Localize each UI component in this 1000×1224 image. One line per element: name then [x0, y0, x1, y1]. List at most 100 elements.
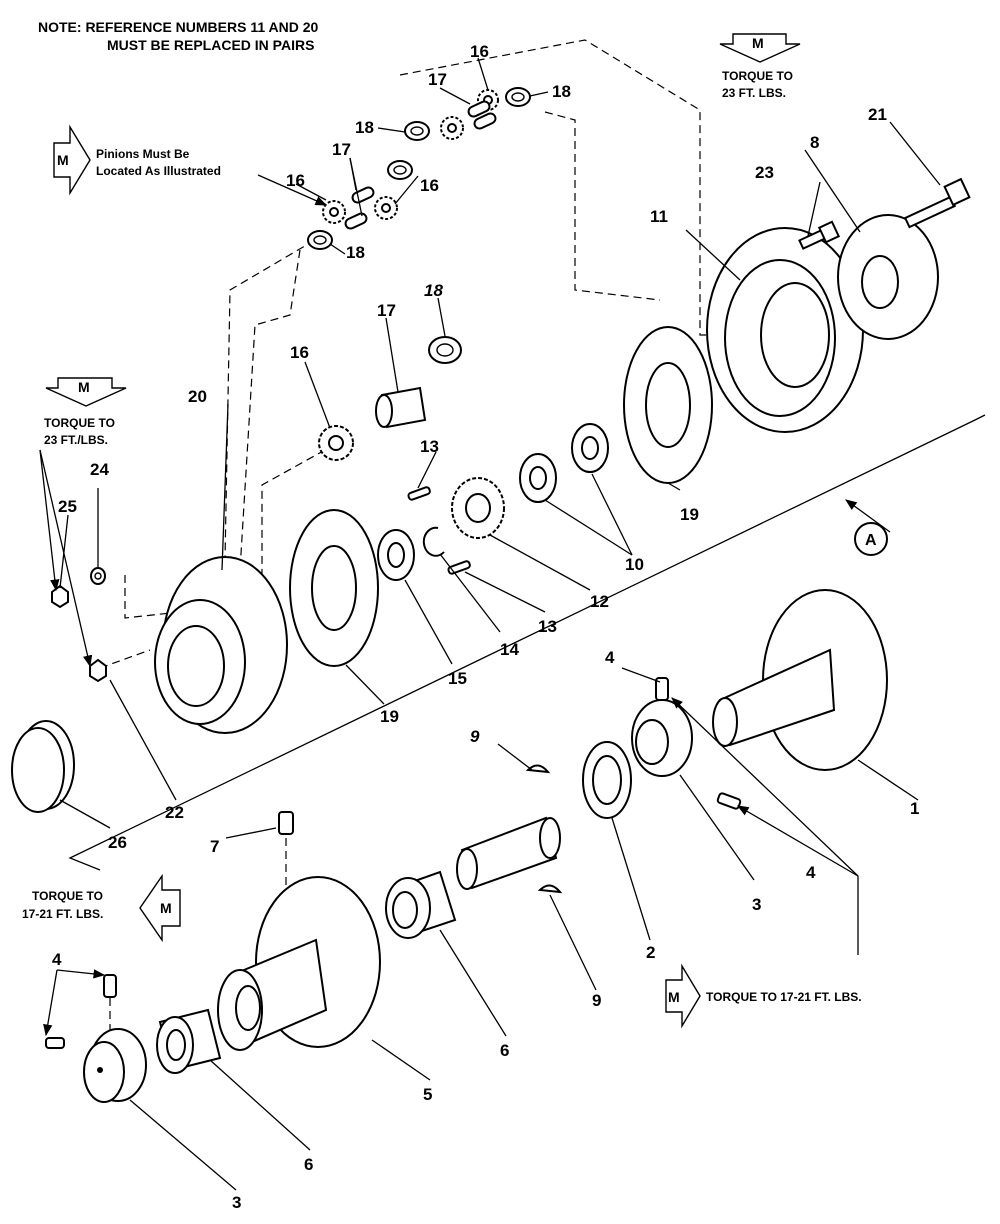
set-screw-4 [103, 974, 117, 998]
ref-number-14: 14 [500, 640, 519, 659]
pinion-gear-16 [318, 425, 354, 461]
torque-left-line-1: TORQUE TO [44, 416, 115, 430]
plate-19 [623, 326, 713, 484]
flange-8 [837, 214, 939, 340]
ref-number-17: 17 [428, 70, 447, 89]
torque-bottom-left-line-1: TORQUE TO [32, 889, 103, 903]
ref-number-12: 12 [590, 592, 609, 611]
svg-text:M: M [78, 379, 90, 395]
key-9 [537, 884, 563, 894]
pinions-note-line-1: Pinions Must Be [96, 147, 190, 161]
pinion-shaft-17 [467, 100, 491, 118]
ref-number-4: 4 [52, 950, 62, 969]
set-screw-4 [655, 677, 669, 701]
maintenance-left-arrow-icon: M [139, 873, 181, 943]
ref-number-19: 19 [680, 505, 699, 524]
maintenance-down-arrow-icon: M [719, 33, 801, 63]
pin-13 [407, 486, 431, 501]
ref-number-2: 2 [646, 943, 655, 962]
ref-number-17: 17 [332, 140, 351, 159]
ref-number-6: 6 [500, 1041, 509, 1060]
torque-top-line-2: 23 FT. LBS. [722, 86, 786, 100]
pinion-shaft-17 [351, 186, 375, 204]
note-line-1: NOTE: REFERENCE NUMBERS 11 AND 20 [38, 19, 319, 35]
ref-number-26: 26 [108, 833, 127, 852]
ref-number-9: 9 [470, 727, 480, 746]
torque-bottom-left-line-2: 17-21 FT. LBS. [22, 907, 103, 921]
ref-number-11: 11 [650, 207, 668, 226]
ref-number-18: 18 [346, 243, 365, 262]
washer-24 [90, 567, 106, 585]
ref-number-18: 18 [424, 281, 443, 300]
ref-number-16: 16 [470, 42, 489, 61]
grease-fitting-7 [278, 811, 294, 835]
washer-10 [571, 423, 609, 473]
ref-number-5: 5 [423, 1085, 432, 1104]
ref-number-4: 4 [806, 863, 816, 882]
svg-text:M: M [668, 989, 680, 1005]
ref-number-10: 10 [625, 555, 644, 574]
detail-a-marker: A [854, 522, 888, 556]
collar-3 [631, 699, 693, 777]
ref-number-3: 3 [232, 1193, 241, 1212]
reference-numbers: 16 17 18 18 17 16 16 18 18 17 16 20 24 2… [52, 42, 919, 1212]
ref-number-19: 19 [380, 707, 399, 726]
svg-text:M: M [57, 152, 69, 168]
bolt-21 [903, 177, 971, 229]
washer-15 [377, 529, 415, 581]
ref-number-15: 15 [448, 669, 467, 688]
hub-shaft-1 [712, 589, 888, 771]
set-screw-4 [716, 792, 742, 810]
ref-number-1: 1 [910, 799, 919, 818]
bolt-23 [798, 220, 841, 250]
pinion-shaft-17 [473, 112, 497, 130]
pinion-gear-16 [440, 116, 464, 140]
ref-number-3: 3 [752, 895, 761, 914]
ref-number-6: 6 [304, 1155, 313, 1174]
gear-12 [451, 477, 505, 539]
ref-number-20: 20 [188, 387, 207, 406]
ref-number-17: 17 [377, 301, 396, 320]
torque-top-line-1: TORQUE TO [722, 69, 793, 83]
pin-13 [447, 560, 471, 575]
bushing-6 [156, 1008, 222, 1074]
torque-bottom-right-text: TORQUE TO 17-21 FT. LBS. [706, 990, 862, 1004]
leader-lines [59, 57, 941, 1191]
ref-number-13: 13 [420, 437, 439, 456]
note-line-2: MUST BE REPLACED IN PAIRS [107, 37, 314, 53]
pinions-note-line-2: Located As Illustrated [96, 164, 221, 178]
washer-10 [519, 453, 557, 503]
ref-number-18: 18 [355, 118, 374, 137]
pinion-gear-16 [322, 200, 346, 224]
housing-11 [706, 227, 864, 433]
ref-number-7: 7 [210, 837, 219, 856]
ref-number-24: 24 [90, 460, 109, 479]
ref-number-23: 23 [755, 163, 774, 182]
ref-number-4: 4 [605, 648, 615, 667]
retaining-ring-14 [422, 526, 445, 557]
spring-18 [307, 230, 333, 250]
housing-20 [154, 556, 288, 734]
spring-18 [404, 121, 430, 141]
washer-2 [582, 741, 632, 819]
spring-18 [428, 336, 462, 364]
ref-number-9: 9 [592, 991, 601, 1010]
nut-25 [51, 584, 69, 609]
hub-5 [217, 876, 381, 1051]
maintenance-down-arrow-icon: M [45, 377, 127, 407]
bushing-6 [385, 870, 457, 939]
ref-number-16: 16 [420, 176, 439, 195]
spring-18 [387, 160, 413, 180]
ref-number-8: 8 [810, 133, 819, 152]
ref-number-22: 22 [165, 803, 184, 822]
nut-22 [89, 658, 107, 683]
shaft [456, 816, 561, 890]
plate-19 [289, 509, 379, 667]
maintenance-right-arrow-icon: M [665, 963, 701, 1029]
cap-26 [11, 720, 75, 813]
set-screw-4 [45, 1037, 65, 1049]
ref-number-21: 21 [868, 105, 887, 124]
ref-number-13: 13 [538, 617, 557, 636]
